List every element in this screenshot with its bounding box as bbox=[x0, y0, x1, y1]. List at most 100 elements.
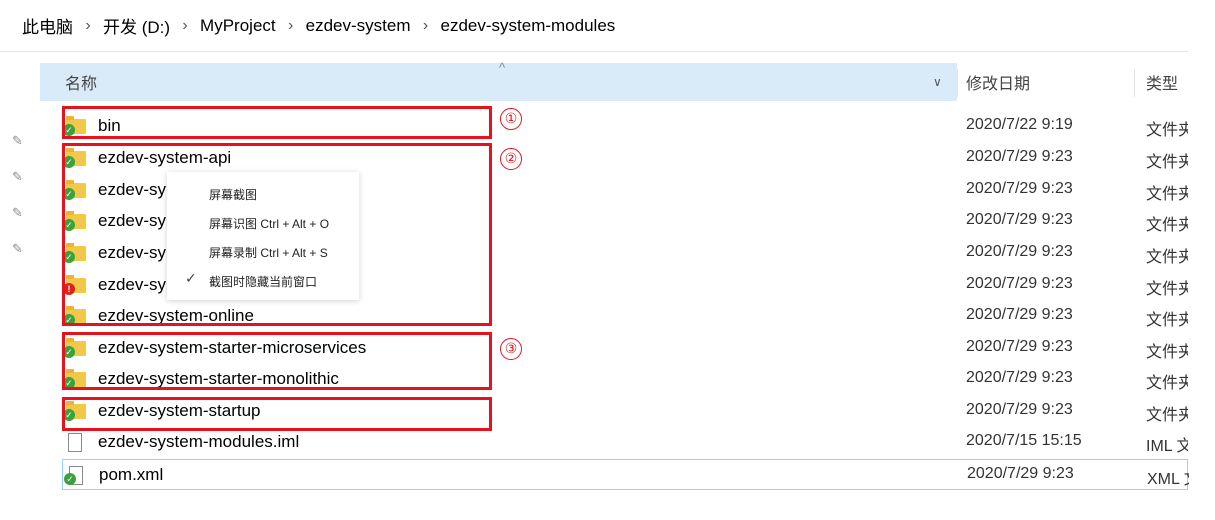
folder-icon: ✓ bbox=[63, 369, 86, 389]
menu-item-screenshot[interactable]: 屏幕截图 bbox=[209, 188, 258, 202]
file-type: 文件夹 bbox=[1146, 186, 1188, 203]
file-name: bin bbox=[98, 116, 121, 135]
sync-ok-icon: ✓ bbox=[63, 156, 75, 168]
xml-file-icon: ✓ bbox=[64, 466, 87, 485]
highlight-box-2 bbox=[62, 143, 492, 326]
column-header-name[interactable]: 名称 bbox=[40, 63, 957, 101]
chevron-right-icon[interactable]: › bbox=[422, 16, 429, 34]
file-row[interactable]: ✓ ezdev-sy 2020/7/29 9:23 文件夹 bbox=[62, 206, 1188, 237]
folder-icon: ✓ bbox=[63, 243, 86, 263]
file-name: ezdev-system-starter-microservices bbox=[98, 338, 367, 357]
file-row[interactable]: ✓ bin 2020/7/22 9:19 文件夹 bbox=[62, 111, 1188, 142]
file-row[interactable]: ✓ ezdev-system-startup 2020/7/29 9:23 文件… bbox=[62, 396, 1188, 427]
annotation-marker-3: ③ bbox=[500, 338, 522, 360]
context-menu: 屏幕截图 屏幕识图 Ctrl + Alt + O 屏幕录制 Ctrl + Alt… bbox=[167, 172, 359, 300]
file-row[interactable]: ✓ ezdev-system-starter-monolithic 2020/7… bbox=[62, 364, 1188, 395]
menu-item-screen-recording[interactable]: 屏幕录制 Ctrl + Alt + S bbox=[209, 246, 328, 260]
checkmark-icon: ✓ bbox=[185, 270, 197, 286]
column-type-label: 类型 bbox=[1146, 76, 1179, 93]
file-date: 2020/7/29 9:23 bbox=[966, 401, 1073, 418]
breadcrumb: 此电脑 › 开发 (D:) › MyProject › ezdev-system… bbox=[0, 0, 1188, 52]
file-type: 文件夹 bbox=[1146, 407, 1188, 424]
folder-icon: ! bbox=[63, 275, 86, 295]
document-icon bbox=[66, 433, 86, 452]
highlight-box-4 bbox=[62, 397, 492, 431]
sync-ok-icon: ✓ bbox=[63, 346, 75, 358]
sync-ok-icon: ✓ bbox=[63, 124, 75, 136]
column-header-date[interactable]: 修改日期 bbox=[966, 63, 1030, 101]
sync-ok-icon: ✓ bbox=[64, 473, 76, 485]
file-name: ezdev-sy bbox=[98, 211, 167, 230]
file-row[interactable]: ✓ ezdev-system-starter-microservices 202… bbox=[62, 333, 1188, 364]
annotation-marker-1: ① bbox=[500, 108, 522, 130]
file-row[interactable]: ✓ ezdev-sy 2020/7/29 9:23 文件夹 bbox=[62, 238, 1188, 269]
chevron-right-icon[interactable]: › bbox=[182, 16, 188, 34]
column-name-label: 名称 bbox=[65, 76, 98, 93]
breadcrumb-item-current[interactable]: ezdev-system-modules bbox=[440, 15, 616, 35]
folder-icon: ✓ bbox=[63, 211, 86, 231]
file-type: 文件夹 bbox=[1146, 312, 1188, 329]
file-date: 2020/7/29 9:23 bbox=[967, 465, 1074, 482]
file-type: 文件夹 bbox=[1146, 281, 1188, 298]
file-row[interactable]: ✓ ezdev-sy 2020/7/29 9:23 文件夹 bbox=[62, 175, 1188, 206]
sync-error-icon: ! bbox=[63, 283, 75, 295]
file-date: 2020/7/22 9:19 bbox=[966, 116, 1073, 133]
sync-ok-icon: ✓ bbox=[63, 219, 75, 231]
pin-icon[interactable]: ✎ bbox=[12, 133, 23, 148]
file-date: 2020/7/29 9:23 bbox=[966, 338, 1073, 355]
file-row[interactable]: ! ezdev-sy 2020/7/29 9:23 文件夹 bbox=[62, 270, 1188, 301]
folder-icon: ✓ bbox=[63, 116, 86, 136]
file-type: 文件夹 bbox=[1146, 122, 1188, 139]
pin-icon[interactable]: ✎ bbox=[12, 205, 23, 220]
sync-ok-icon: ✓ bbox=[63, 251, 75, 263]
pin-icon[interactable]: ✎ bbox=[12, 169, 23, 184]
file-date: 2020/7/29 9:23 bbox=[966, 211, 1073, 228]
file-type: 文件夹 bbox=[1146, 375, 1188, 392]
file-date: 2020/7/29 9:23 bbox=[966, 243, 1073, 260]
chevron-right-icon[interactable]: › bbox=[85, 16, 91, 34]
column-header: 名称 ^ ∨ 修改日期 类型 bbox=[40, 60, 1188, 101]
highlight-box-3 bbox=[62, 332, 492, 390]
breadcrumb-item-myproject[interactable]: MyProject bbox=[200, 15, 276, 35]
file-date: 2020/7/29 9:23 bbox=[966, 180, 1073, 197]
highlight-box-1 bbox=[62, 106, 492, 139]
file-name: ezdev-system-startup bbox=[98, 401, 261, 420]
folder-icon: ✓ bbox=[63, 401, 86, 421]
file-type: IML 文件 bbox=[1146, 438, 1188, 455]
file-date: 2020/7/29 9:23 bbox=[966, 275, 1073, 292]
file-name: pom.xml bbox=[99, 465, 164, 484]
breadcrumb-item-ezdev-system[interactable]: ezdev-system bbox=[305, 15, 411, 35]
column-header-type[interactable]: 类型 bbox=[1146, 63, 1178, 101]
annotation-marker-2: ② bbox=[500, 148, 522, 170]
file-row[interactable]: ezdev-system-modules.iml 2020/7/15 15:15… bbox=[62, 427, 1188, 458]
pin-icon[interactable]: ✎ bbox=[12, 241, 23, 256]
file-type: 文件夹 bbox=[1146, 249, 1188, 266]
file-type: 文件夹 bbox=[1146, 154, 1188, 171]
file-date: 2020/7/29 9:23 bbox=[966, 306, 1073, 323]
menu-item-hide-window[interactable]: 截图时隐藏当前窗口 bbox=[209, 275, 318, 289]
sort-ascending-icon: ^ bbox=[499, 60, 506, 75]
file-name: ezdev-sy bbox=[98, 243, 167, 262]
file-type: XML 文档 bbox=[1147, 471, 1189, 488]
folder-icon: ✓ bbox=[63, 180, 86, 200]
file-type: 文件夹 bbox=[1146, 344, 1188, 361]
file-row[interactable]: ✓ ezdev-system-api 2020/7/29 9:23 文件夹 bbox=[62, 143, 1188, 174]
column-divider[interactable] bbox=[1134, 69, 1135, 97]
file-name: ezdev-system-api bbox=[98, 148, 232, 167]
file-date: 2020/7/29 9:23 bbox=[966, 369, 1073, 386]
file-row[interactable]: ✓ ezdev-system-online 2020/7/29 9:23 文件夹 bbox=[62, 301, 1188, 332]
breadcrumb-item-this-pc[interactable]: 此电脑 bbox=[22, 18, 73, 37]
folder-icon: ✓ bbox=[63, 148, 86, 168]
file-date: 2020/7/29 9:23 bbox=[966, 148, 1073, 165]
file-name: ezdev-sy bbox=[98, 180, 167, 199]
file-type: 文件夹 bbox=[1146, 217, 1188, 234]
file-row-selected[interactable]: ✓ pom.xml 2020/7/29 9:23 XML 文档 bbox=[62, 459, 1189, 490]
breadcrumb-item-drive[interactable]: 开发 (D:) bbox=[103, 18, 171, 37]
menu-item-screen-recognition[interactable]: 屏幕识图 Ctrl + Alt + O bbox=[209, 217, 330, 231]
file-name: ezdev-system-modules.iml bbox=[98, 432, 300, 451]
file-name: ezdev-system-online bbox=[98, 306, 254, 325]
column-divider[interactable] bbox=[957, 69, 958, 97]
chevron-right-icon[interactable]: › bbox=[287, 16, 294, 34]
chevron-down-icon[interactable]: ∨ bbox=[933, 75, 942, 89]
sync-ok-icon: ✓ bbox=[63, 377, 75, 389]
